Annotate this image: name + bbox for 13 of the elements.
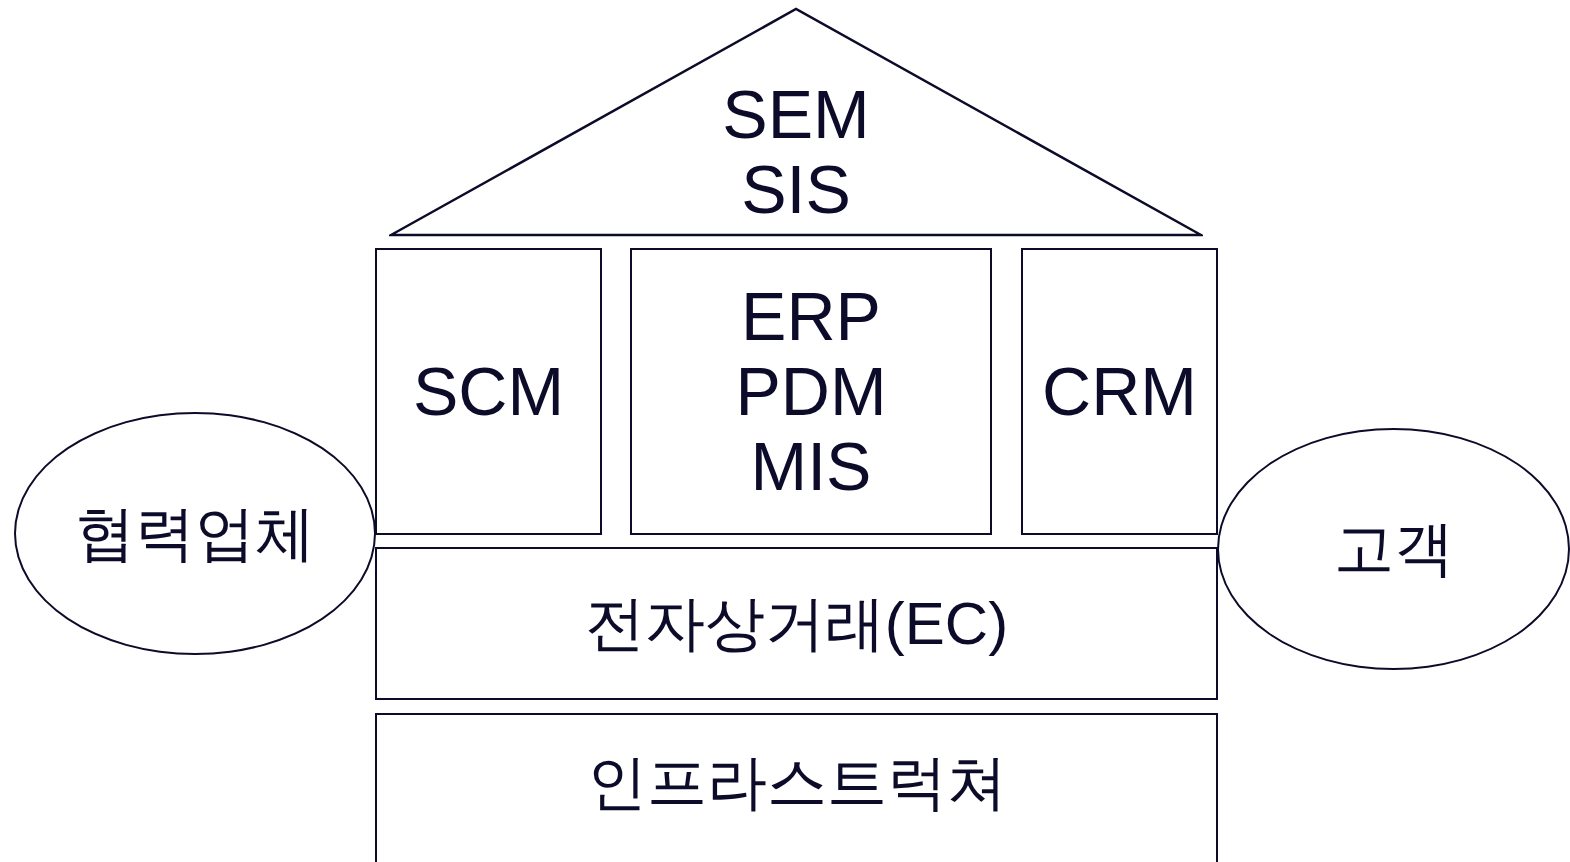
module-box bbox=[375, 248, 602, 535]
module-box bbox=[1021, 248, 1218, 535]
system-label: ERP PDM MIS bbox=[735, 279, 887, 504]
system-label: SEM SIS bbox=[722, 77, 870, 227]
system-label: 인프라스트럭쳐 bbox=[586, 748, 1007, 818]
layer-band bbox=[375, 547, 1218, 700]
module-box bbox=[630, 248, 992, 535]
layer-band bbox=[375, 713, 1218, 862]
system-label: 고객 bbox=[1333, 514, 1454, 584]
system-label: CRM bbox=[1042, 354, 1197, 429]
system-label: 협력업체 bbox=[75, 498, 315, 569]
system-label: 전자상거래(EC) bbox=[584, 588, 1009, 659]
system-label: SCM bbox=[412, 354, 565, 429]
